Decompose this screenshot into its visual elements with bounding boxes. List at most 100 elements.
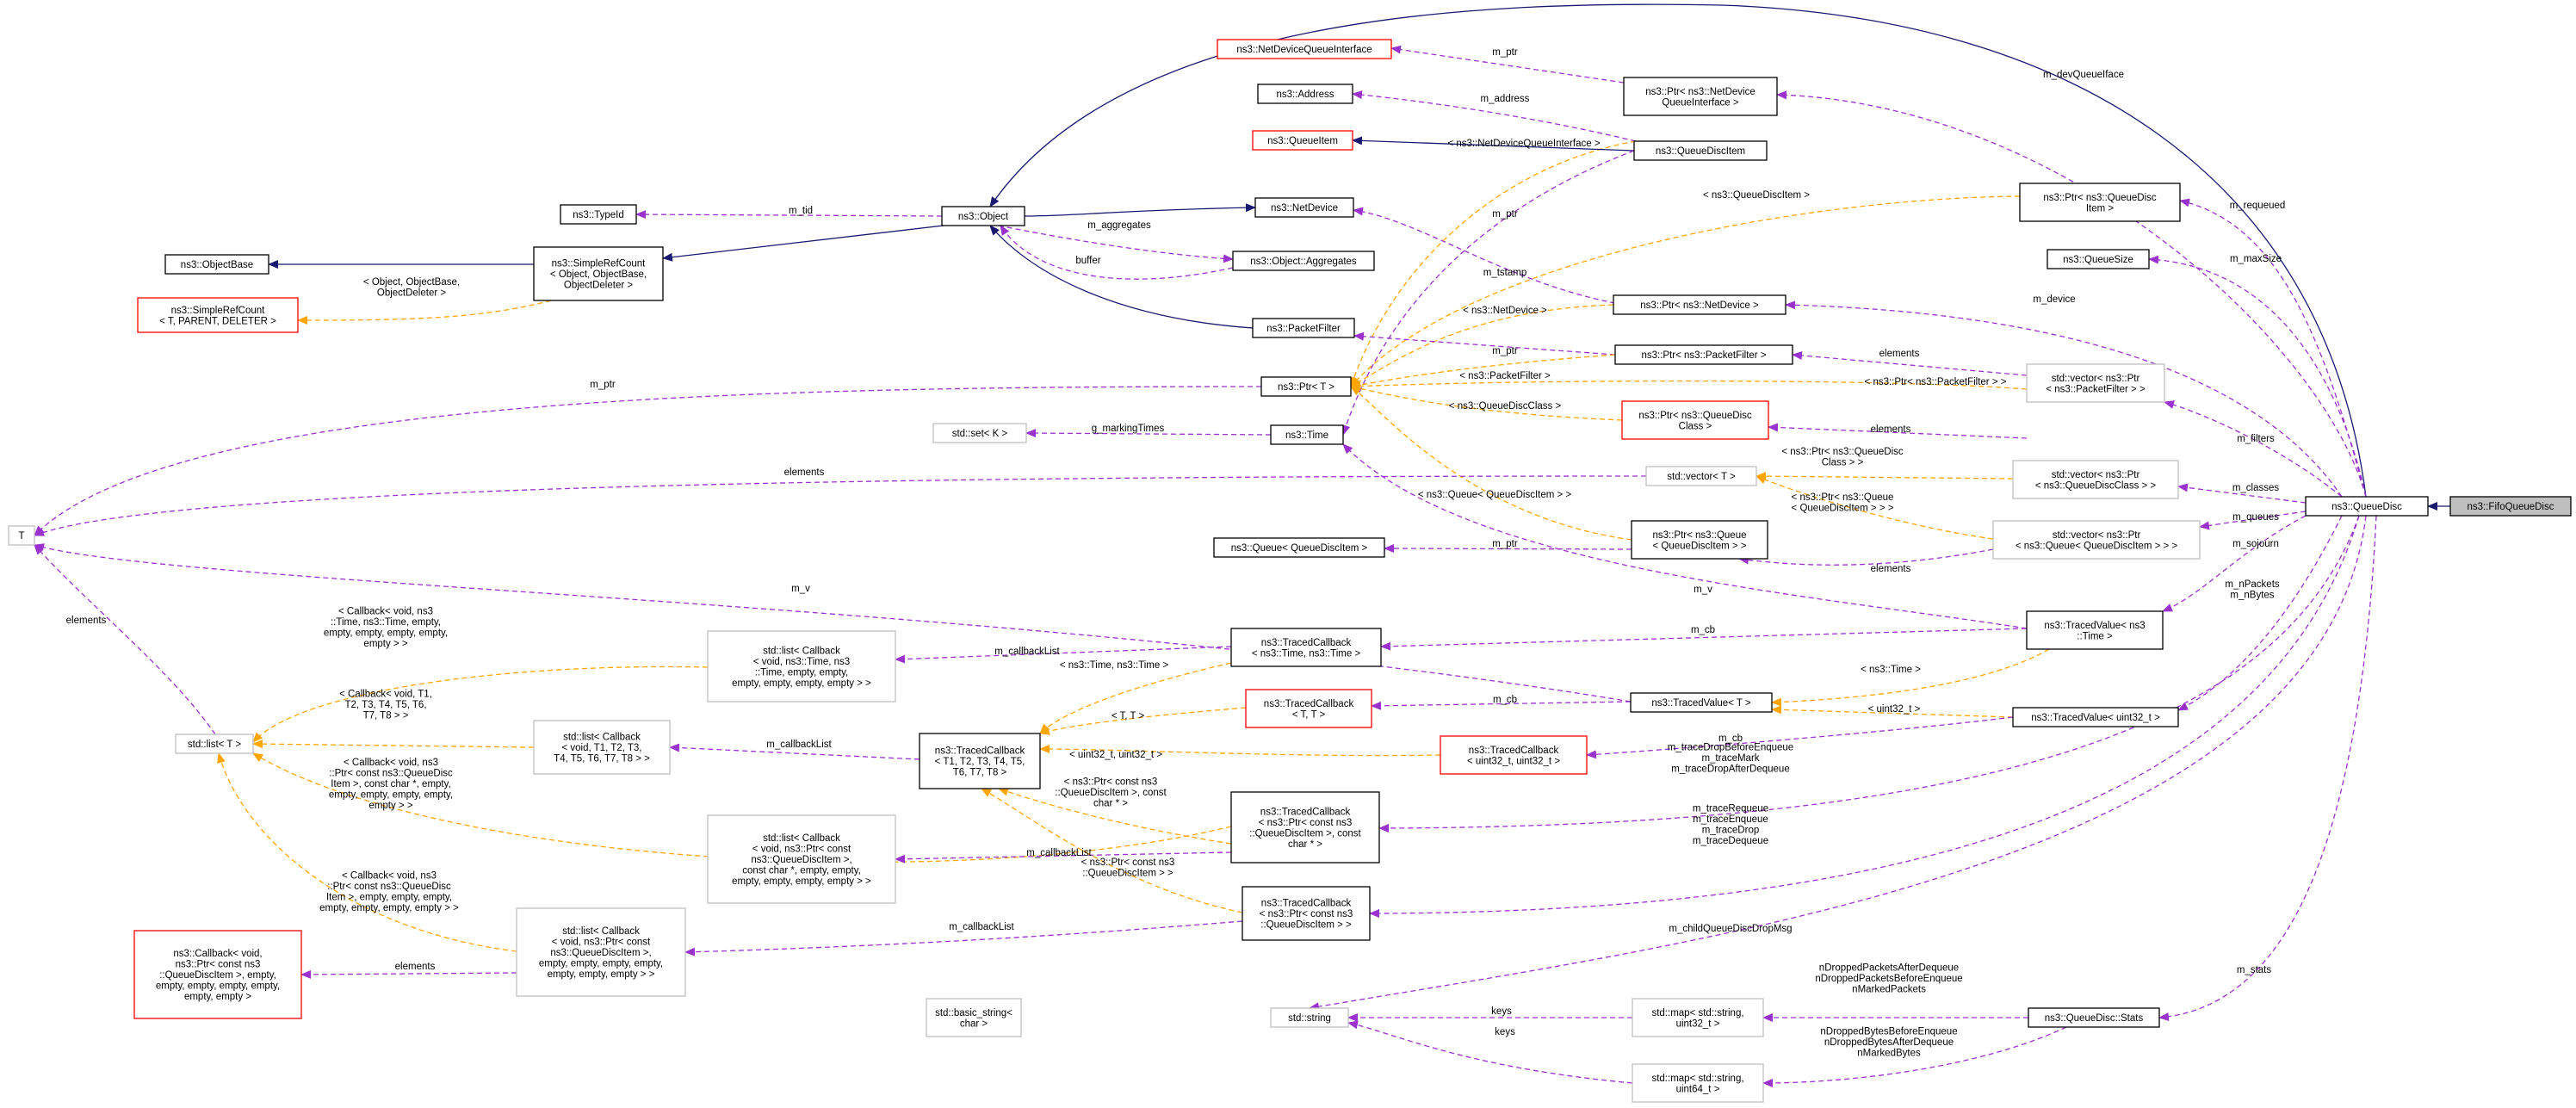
usage-edge xyxy=(895,851,1232,863)
class-node-set-k[interactable]: std::set< K > xyxy=(932,423,1027,443)
edge-label: m_v xyxy=(791,584,810,594)
class-node-list-T[interactable]: std::list< T > xyxy=(175,734,254,754)
class-node-vec-pf[interactable]: std::vector< ns3::Ptr< ns3::PacketFilter… xyxy=(2026,363,2165,403)
class-node-label: empty, empty, empty, empty, xyxy=(156,981,280,992)
edge-label: m_callbackList xyxy=(766,740,832,750)
class-node-label: ns3::QueueDiscItem >, xyxy=(550,948,651,958)
class-node-label: ns3::Queue< QueueDiscItem > xyxy=(1231,543,1368,554)
class-node-map-u32[interactable]: std::map< std::string,uint32_t > xyxy=(1632,998,1764,1037)
class-node-stats[interactable]: ns3::QueueDisc::Stats xyxy=(2028,1007,2160,1028)
edge-label: < ns3::Time, ns3::Time > xyxy=(1060,660,1169,671)
class-node-time[interactable]: ns3::Time xyxy=(1270,424,1344,445)
class-node-fifo[interactable]: ns3::FifoQueueDisc xyxy=(2449,496,2572,517)
class-node-string[interactable]: std::string xyxy=(1270,1007,1349,1028)
class-node-label: ns3::Ptr< ns3::PacketFilter > xyxy=(1641,350,1766,361)
class-node-ptr-nd[interactable]: ns3::Ptr< ns3::NetDevice > xyxy=(1613,294,1786,315)
class-node-callback-ptr[interactable]: ns3::Callback< void,ns3::Ptr< const ns3:… xyxy=(133,930,302,1019)
class-node-list-tt[interactable]: std::list< Callback< void, T1, T2, T3,T4… xyxy=(533,720,671,775)
edge-label: nDroppedBytesBeforeEnqueue xyxy=(1820,1027,1957,1037)
class-node-label: ns3::Ptr< ns3::NetDevice > xyxy=(1640,300,1759,311)
class-node-ptr-t[interactable]: ns3::Ptr< T > xyxy=(1260,376,1352,397)
edge-label: empty > > xyxy=(368,801,412,811)
class-node-tc-ptr[interactable]: ns3::TracedCallback< ns3::Ptr< const ns3… xyxy=(1242,886,1371,941)
class-node-basic-string[interactable]: std::basic_string<char > xyxy=(926,998,1022,1037)
usage-edge xyxy=(1341,150,1635,436)
class-node-ptr-qdc[interactable]: ns3::Ptr< ns3::QueueDiscClass > xyxy=(1621,400,1769,440)
class-node-label: ::QueueDiscItem > > xyxy=(1260,920,1352,931)
edge-label: m_callbackList xyxy=(949,922,1014,932)
edge-label: < Callback< void, T1, xyxy=(339,690,432,700)
edge-label: empty, empty, empty, empty, xyxy=(324,628,448,638)
class-node-map-u64[interactable]: std::map< std::string,uint64_t > xyxy=(1632,1063,1764,1103)
class-node-tc-main[interactable]: ns3::TracedCallback< T1, T2, T3, T4, T5,… xyxy=(919,733,1041,789)
class-node-list-ptr[interactable]: std::list< Callback< void, ns3::Ptr< con… xyxy=(516,907,686,997)
class-node-aggregates[interactable]: ns3::Object::Aggregates xyxy=(1232,251,1375,271)
usage-edge xyxy=(1785,300,2343,498)
class-node-label: uint64_t > xyxy=(1676,1084,1720,1094)
class-node-simplerefcount-tpl[interactable]: ns3::SimpleRefCount< T, PARENT, DELETER … xyxy=(137,297,299,333)
edge-label: m_cb xyxy=(1493,695,1517,705)
class-node-qdi[interactable]: ns3::QueueDiscItem xyxy=(1633,140,1768,161)
edge-label: < ns3::QueueDiscClass > xyxy=(1449,401,1562,412)
usage-edge xyxy=(1768,423,2028,439)
usage-edge xyxy=(669,743,920,760)
class-node-label: std::string xyxy=(1288,1013,1331,1024)
usage-edge xyxy=(1369,515,2360,918)
class-node-label: ns3::Time xyxy=(1285,430,1328,441)
edge-label: m_traceMark xyxy=(1701,753,1759,764)
class-node-label: ns3::QueueDiscItem xyxy=(1656,146,1745,157)
class-node-tv-u32[interactable]: ns3::TracedValue< uint32_t > xyxy=(2012,707,2179,727)
edge-label: < ns3::NetDevice > xyxy=(1463,306,1547,316)
class-node-label: std::list< T > xyxy=(188,740,242,750)
usage-edge xyxy=(1025,429,1272,438)
edge-label: g_markingTimes xyxy=(1092,424,1165,434)
usage-edge xyxy=(1586,716,2014,759)
class-node-label: ObjectDeleter > xyxy=(564,281,634,291)
class-node-tc-time[interactable]: ns3::TracedCallback< ns3::Time, ns3::Tim… xyxy=(1230,628,1382,667)
inheritance-edge xyxy=(1024,203,1256,217)
class-node-tc-ptr-char[interactable]: ns3::TracedCallback< ns3::Ptr< const ns3… xyxy=(1230,791,1380,863)
class-node-objectbase[interactable]: ns3::ObjectBase xyxy=(164,254,269,275)
template-edge xyxy=(217,752,517,952)
class-node-packetfilter[interactable]: ns3::PacketFilter xyxy=(1252,318,1355,338)
usage-edge xyxy=(998,225,1234,263)
class-node-ptr-ndqi[interactable]: ns3::Ptr< ns3::NetDeviceQueueInterface > xyxy=(1623,77,1778,116)
usage-edge xyxy=(2148,255,2367,498)
class-node-label: empty, empty > xyxy=(184,992,251,1002)
class-node-label: ns3::TracedCallback xyxy=(1261,899,1352,909)
class-node-tv-time[interactable]: ns3::TracedValue< ns3::Time > xyxy=(2026,610,2164,650)
class-node-netdevice[interactable]: ns3::NetDevice xyxy=(1254,197,1354,218)
class-node-label: < ns3::PacketFilter > > xyxy=(2046,384,2146,394)
edge-label: m_callbackList xyxy=(1026,848,1092,858)
class-node-vec-queue[interactable]: std::vector< ns3::Ptr< ns3::Queue< Queue… xyxy=(1992,520,2201,560)
class-node-list-ptr-char[interactable]: std::list< Callback< void, ns3::Ptr< con… xyxy=(707,814,896,904)
class-node-object[interactable]: ns3::Object xyxy=(941,206,1025,226)
class-node-vec-t[interactable]: std::vector< T > xyxy=(1645,466,1757,486)
class-node-ptr-queue[interactable]: ns3::Ptr< ns3::Queue< QueueDiscItem > > xyxy=(1631,520,1768,560)
edge-label: ObjectDeleter > xyxy=(377,288,447,298)
class-node-queuesize[interactable]: ns3::QueueSize xyxy=(2047,249,2150,269)
class-node-vec-qdc[interactable]: std::vector< ns3::Ptr< ns3::QueueDiscCla… xyxy=(2012,460,2179,499)
class-node-tc-tt[interactable]: ns3::TracedCallback< T, T > xyxy=(1245,689,1372,728)
template-edge xyxy=(1771,705,2014,718)
class-node-simplerefcount[interactable]: ns3::SimpleRefCount< Object, ObjectBase,… xyxy=(533,246,664,301)
edge-label: < ns3::Time > xyxy=(1861,665,1921,675)
class-node-tc-u32[interactable]: ns3::TracedCallback< uint32_t, uint32_t … xyxy=(1440,735,1588,775)
class-node-queuedisc[interactable]: ns3::QueueDisc xyxy=(2305,496,2429,517)
class-node-address[interactable]: ns3::Address xyxy=(1257,84,1353,104)
edge-label: m_requeued xyxy=(2230,201,2286,211)
class-node-label: T6, T7, T8 > xyxy=(953,768,1007,778)
class-node-tv-T[interactable]: ns3::TracedValue< T > xyxy=(1630,692,1773,713)
class-node-queueitem[interactable]: ns3::QueueItem xyxy=(1252,130,1353,151)
usage-edge xyxy=(34,386,1262,536)
class-node-ndqi[interactable]: ns3::NetDeviceQueueInterface xyxy=(1217,39,1392,59)
template-edge xyxy=(1350,386,1632,541)
class-node-T[interactable]: T xyxy=(8,525,35,546)
edge-label: T2, T3, T4, T5, T6, xyxy=(344,700,426,710)
class-node-ptr-pf[interactable]: ns3::Ptr< ns3::PacketFilter > xyxy=(1614,344,1793,365)
class-node-queue-qdi[interactable]: ns3::Queue< QueueDiscItem > xyxy=(1213,537,1385,558)
class-node-ptr-qdi[interactable]: ns3::Ptr< ns3::QueueDiscItem > xyxy=(2019,183,2181,222)
class-node-typeid[interactable]: ns3::TypeId xyxy=(560,204,637,225)
class-node-label: ns3::QueueDisc xyxy=(2331,502,2402,512)
class-node-list-time[interactable]: std::list< Callback< void, ns3::Time, ns… xyxy=(707,630,896,703)
